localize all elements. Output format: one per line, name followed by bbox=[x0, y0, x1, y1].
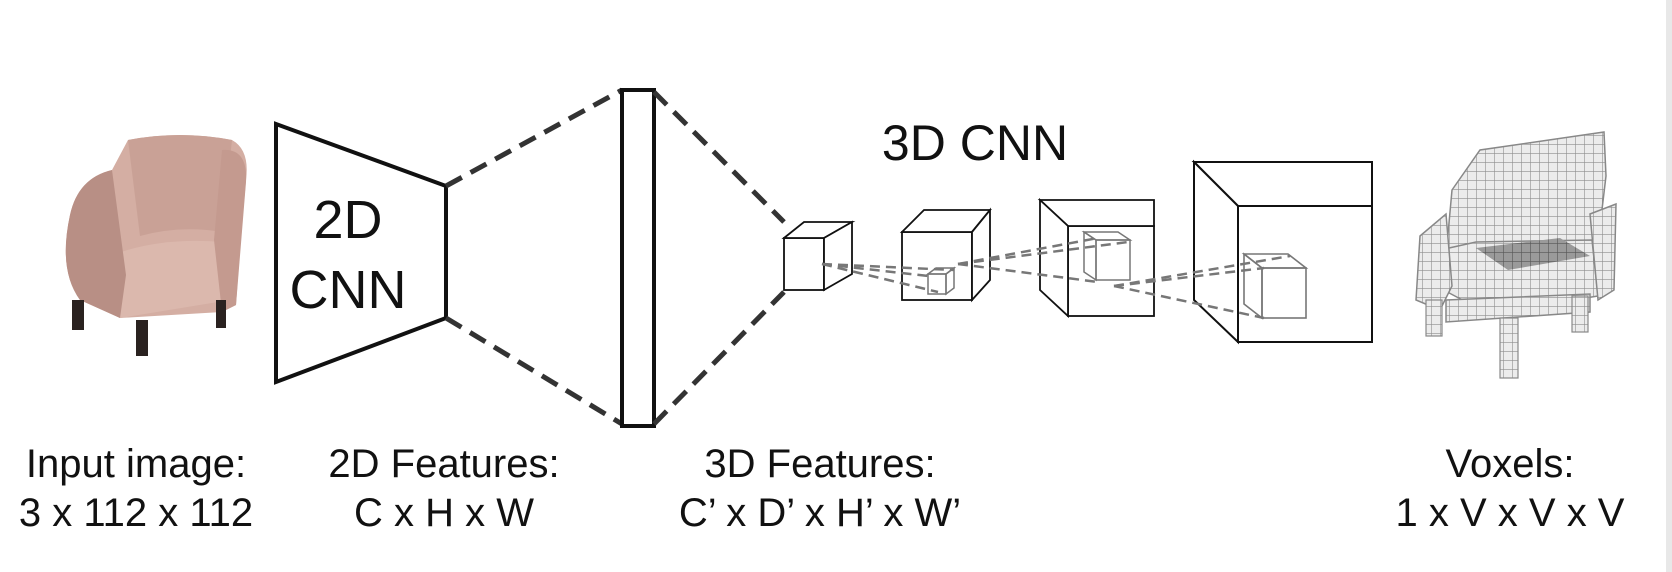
caption-3d-features: 3D Features: C’ x D’ x H’ x W’ bbox=[679, 442, 961, 535]
caption-2d-features-line2: C x H x W bbox=[354, 491, 534, 535]
2d-cnn-block bbox=[274, 121, 448, 385]
caption-input: Input image: 3 x 112 x 112 bbox=[19, 442, 253, 535]
caption-input-line2: 3 x 112 x 112 bbox=[19, 491, 253, 535]
feature-cube-3 bbox=[1037, 197, 1155, 319]
2d-cnn-label-line2: CNN bbox=[290, 260, 407, 320]
input-chair-image bbox=[65, 135, 247, 356]
caption-voxels: Voxels: 1 x V x V x V bbox=[1396, 442, 1625, 535]
2d-feature-slab bbox=[620, 88, 656, 428]
feature-cube-1 bbox=[781, 220, 856, 292]
3d-cnn-title: 3D CNN bbox=[882, 115, 1068, 171]
dashed-connector-top bbox=[444, 87, 624, 189]
caption-3d-features-line2: C’ x D’ x H’ x W’ bbox=[679, 491, 961, 535]
voxel-chair-output bbox=[1415, 131, 1617, 379]
dashed-connector-bottom bbox=[444, 315, 624, 427]
caption-voxels-line1: Voxels: bbox=[1446, 442, 1575, 486]
caption-3d-features-line1: 3D Features: bbox=[704, 442, 935, 486]
2d-cnn-label-line1: 2D bbox=[313, 190, 382, 250]
right-edge-border bbox=[1666, 0, 1672, 572]
caption-2d-features-line1: 2D Features: bbox=[328, 442, 559, 486]
dashed-connector-to-cube-top bbox=[652, 90, 786, 224]
feature-cube-4 bbox=[1191, 159, 1373, 345]
inner-dashed-projections bbox=[821, 236, 1291, 320]
caption-2d-features: 2D Features: C x H x W bbox=[328, 442, 559, 535]
caption-input-line1: Input image: bbox=[26, 442, 246, 486]
dashed-connector-to-cube-bottom bbox=[652, 290, 786, 426]
caption-voxels-line2: 1 x V x V x V bbox=[1396, 491, 1625, 535]
feature-cube-2 bbox=[899, 207, 992, 303]
